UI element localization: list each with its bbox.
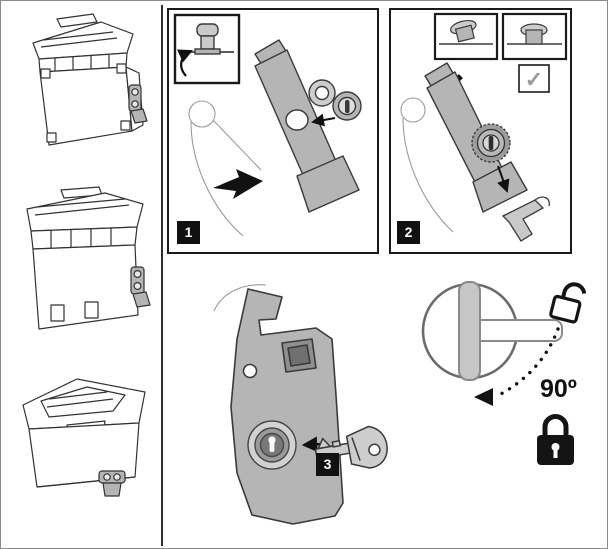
case-contour: [400, 97, 454, 233]
side-case-illustration-top: [32, 13, 148, 146]
lock-bracket: [254, 39, 360, 213]
rotation-angle: 90º: [540, 375, 577, 403]
insert-arrow-icon: [301, 436, 323, 453]
step-1-panel: 1: [167, 8, 379, 254]
lock-bracket: [230, 288, 344, 525]
insert-arrow-icon: [311, 113, 336, 127]
incorrect-orientation-icon: [439, 19, 493, 45]
step-2-panel: ✕ ✓ 2: [389, 8, 572, 254]
rotation-arc: [497, 327, 560, 397]
lock-cylinder-icon: [308, 79, 362, 121]
rotation-diagram: 90º: [421, 281, 587, 465]
lock-bracket: [130, 266, 151, 308]
retaining-clip-icon: [501, 196, 550, 242]
step-3-illustration: 3: [186, 277, 394, 535]
case-contour: [188, 100, 262, 237]
keyhole: [268, 436, 276, 452]
lock-bracket: [98, 470, 126, 497]
lock-dial: [421, 281, 563, 381]
step-2-drawing: ✕ ✓: [400, 12, 568, 242]
rotation-arrow-icon: [474, 388, 493, 406]
step-3-badge: 3: [316, 453, 339, 476]
case-handle: [56, 13, 98, 28]
key-position-vertical: [458, 281, 481, 381]
direction-arrow-icon: [213, 169, 263, 199]
correct-orientation-icon: [507, 23, 562, 45]
step-2-badge: 2: [397, 221, 420, 244]
closed-padlock-icon: [537, 414, 574, 465]
check-mark-icon: ✓: [525, 67, 543, 92]
push-button-inset: [173, 13, 241, 85]
lock-face-icon: [247, 420, 297, 470]
lock-hole: [285, 109, 309, 131]
top-case-illustration: [22, 378, 146, 497]
lock-bracket: [128, 84, 148, 124]
side-case-illustration-middle: [26, 186, 151, 330]
step-3-drawing: [213, 284, 388, 525]
column-divider: [161, 5, 163, 546]
lock-cylinder-installed-icon: [471, 123, 511, 163]
push-button-icon: [194, 23, 221, 55]
step-1-drawing: [173, 13, 362, 237]
insert-arrow-icon: [497, 165, 510, 193]
press-arrow-icon: [176, 49, 193, 77]
case-contour: [213, 284, 267, 312]
step-1-badge: 1: [177, 221, 200, 244]
open-padlock-icon: [549, 282, 587, 324]
